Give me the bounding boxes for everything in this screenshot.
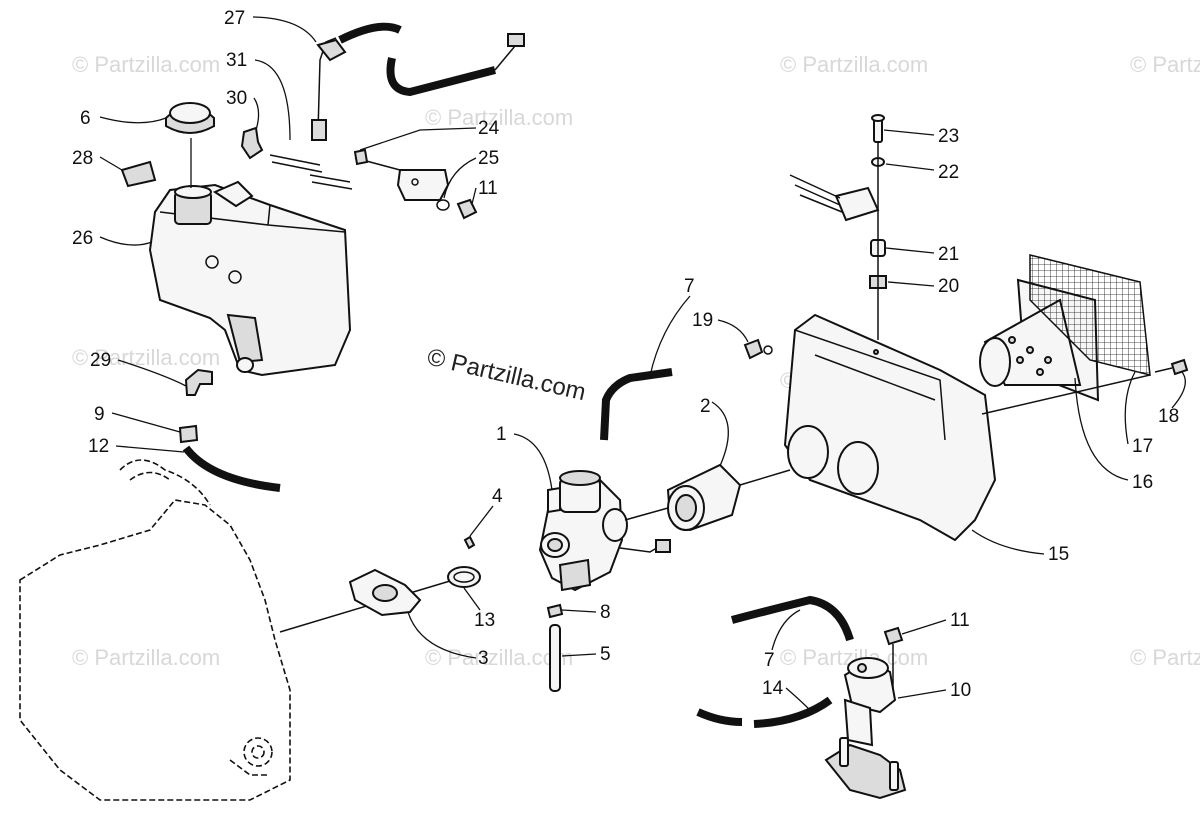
- callout-31: 31: [226, 50, 247, 71]
- callout-10: 10: [950, 680, 971, 701]
- callout-18: 18: [1158, 406, 1179, 427]
- callout-19: 19: [692, 310, 713, 331]
- callout-17: 17: [1132, 436, 1153, 457]
- callout-2: 2: [700, 396, 711, 417]
- callout-13: 13: [474, 610, 495, 631]
- callout-7b: 7: [764, 650, 775, 671]
- pump-gasket: [824, 737, 907, 800]
- air-silencer: [783, 313, 997, 542]
- elbow-fitting: [184, 368, 213, 396]
- watermark: © Partzilla.com: [1130, 52, 1200, 77]
- callout-7a: 7: [684, 276, 695, 297]
- callout-11a: 11: [478, 178, 498, 199]
- engine: [19, 459, 291, 801]
- oil-level-sensor: [212, 180, 254, 208]
- callout-30: 30: [226, 88, 247, 109]
- watermark: © Partzilla.com: [425, 645, 573, 670]
- callout-24: 24: [478, 118, 500, 139]
- wiring-harness: [789, 174, 880, 222]
- callout-25: 25: [478, 148, 499, 169]
- screw: [871, 114, 885, 143]
- watermark: © Partzilla.com: [72, 645, 220, 670]
- vent-hose: [600, 368, 673, 441]
- screen: [1029, 254, 1151, 376]
- watermark: © Partzilla.com: [72, 52, 220, 77]
- watermark: © Partzilla.com: [425, 105, 573, 130]
- filler-neck: [174, 185, 212, 225]
- callout-23: 23: [938, 126, 959, 147]
- callout-22: 22: [938, 162, 959, 183]
- hose-clamp: [447, 566, 481, 588]
- oil-line: [182, 445, 281, 492]
- oil-pump: [843, 657, 897, 747]
- callout-15: 15: [1048, 544, 1069, 565]
- clip: [743, 338, 773, 360]
- callout-26: 26: [72, 228, 93, 249]
- callout-27: 27: [224, 8, 245, 29]
- axis-line: [739, 469, 791, 486]
- nut: [883, 626, 904, 690]
- callout-5: 5: [600, 644, 611, 665]
- hose-fitting: [240, 126, 264, 160]
- decal: [120, 160, 157, 188]
- callout-14: 14: [762, 678, 784, 699]
- watermark: © Partzilla.com: [72, 345, 220, 370]
- callout-3: 3: [478, 648, 489, 669]
- bracket: [353, 148, 478, 220]
- callout-29: 29: [90, 350, 111, 371]
- callout-4: 4: [492, 486, 503, 507]
- float-bowl-drain: [463, 535, 476, 550]
- callout-9: 9: [94, 404, 105, 425]
- copyright-text: © Partzilla.com: [425, 344, 589, 407]
- oil-hose-assembly: [311, 22, 525, 141]
- watermark: © Partzilla.com: [1130, 645, 1200, 670]
- carburetor-flange: [348, 568, 422, 617]
- callout-12: 12: [88, 436, 109, 457]
- bolt: [269, 154, 353, 190]
- axis-line: [981, 374, 1151, 415]
- carburetor: [538, 470, 671, 592]
- oil-tank: [148, 183, 352, 377]
- watermark: © Partzilla.com: [780, 52, 928, 77]
- callout-8: 8: [600, 602, 611, 623]
- callout-16: 16: [1132, 472, 1153, 493]
- callout-20: 20: [938, 276, 959, 297]
- drain-hose: [546, 603, 564, 692]
- pump-hose: [696, 595, 854, 728]
- rivet: [1154, 358, 1189, 376]
- callout-21: 21: [938, 244, 959, 265]
- intake-boot: [666, 463, 742, 532]
- clamp: [178, 424, 199, 444]
- oil-cap: [165, 102, 215, 188]
- callout-1: 1: [496, 424, 507, 445]
- axis-line: [624, 507, 669, 521]
- callout-28: 28: [72, 148, 93, 169]
- callouts: 27 31 30 6 28 26 24 25 11 29 9 12: [72, 8, 1186, 713]
- callout-11b: 11: [950, 610, 970, 631]
- callout-6: 6: [80, 108, 91, 129]
